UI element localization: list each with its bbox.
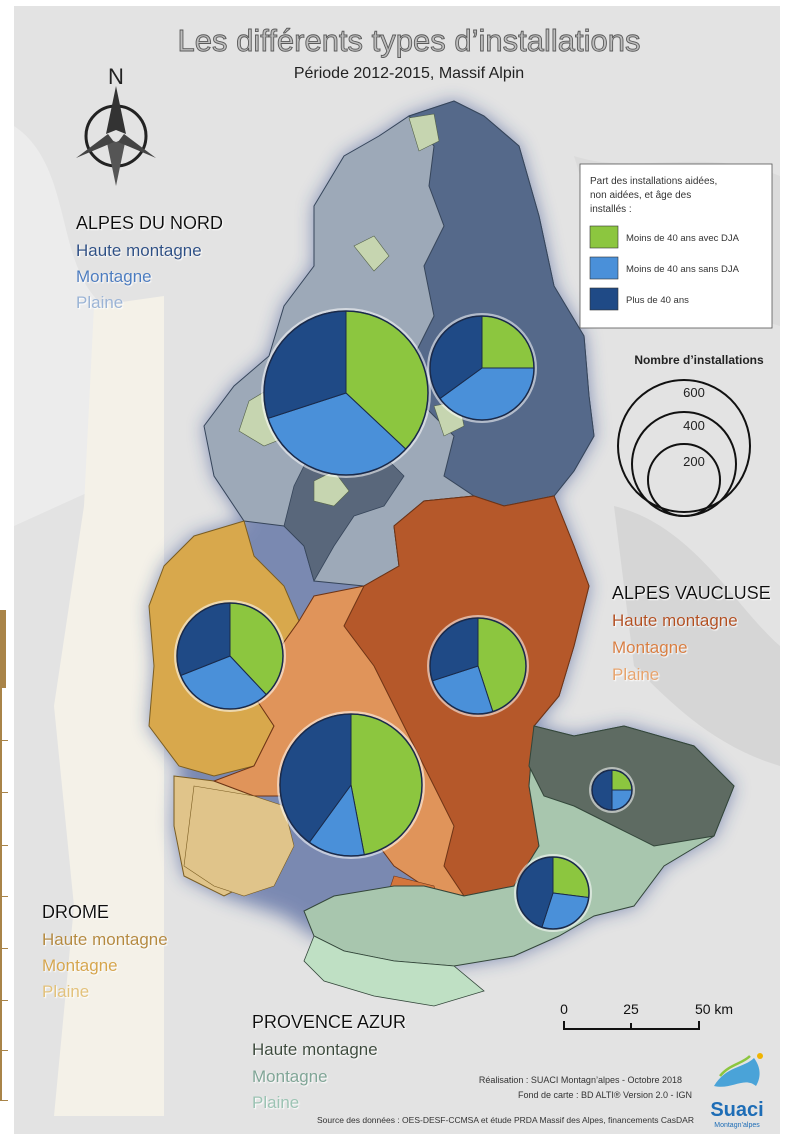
scale-tick-25: 25 [623,1001,639,1017]
pie-layer [174,308,635,932]
suaci-logo: Suaci Montagn’alpes [710,1053,764,1129]
legend-title-line: non aidées, et âge des [590,190,691,201]
map-frame: N Les différents types d’installations P… [14,6,780,1134]
legend-label-unaided: Moins de 40 ans sans DJA [626,264,740,275]
size-legend-value-400: 400 [683,418,705,433]
scale-tick-50: 50 km [695,1001,733,1017]
suaci-logo-wordmark: Suaci [710,1099,763,1121]
region-level-montagne: Montagne [42,956,118,975]
pie-outline [516,856,590,930]
map-canvas: N Les différents types d’installations P… [14,6,780,1134]
region-level-montagne: Montagne [612,638,688,657]
region-level-plaine: Plaine [252,1093,299,1112]
pie-outline [176,602,284,710]
size-legend-title: Nombre d’installations [634,353,764,367]
page-edge-band [0,610,6,688]
legend-swatch-unaided [589,256,619,280]
region-level-plaine: Plaine [76,293,123,312]
size-circle-600 [617,379,751,513]
region-name: PROVENCE AZUR [252,1012,406,1032]
map-subtitle: Période 2012-2015, Massif Alpin [294,65,524,82]
zone-plaine [353,235,390,272]
region-level-montagne: Montagne [76,267,152,286]
region-level-plaine: Plaine [42,982,89,1001]
credit-source: Source des données : OES-DESF-CCMSA et é… [317,1115,694,1125]
legend: Part des installations aidées, non aidée… [579,163,773,329]
region-level-montagne: Montagne [252,1067,328,1086]
pie-outline [263,310,429,476]
region-label-drome: DROME Haute montagne Montagne Plaine [42,902,168,1001]
region-name: ALPES VAUCLUSE [612,583,771,603]
size-legend: Nombre d’installations 600 400 200 [617,353,764,517]
pie-outline [279,713,423,857]
pie-vaucluse-montagne [427,615,529,717]
size-legend-value-200: 200 [683,454,705,469]
region-level-haute-montagne: Haute montagne [612,611,738,630]
suaci-logo-mark [714,1058,760,1087]
page-edge-tick [0,740,8,741]
legend-swatch-aided [589,225,619,249]
map-title: Les différents types d’installations [178,23,641,58]
pie-alpes-nord-montagne [261,308,431,478]
zone-plaine [183,785,295,897]
legend-title-line: Part des installations aidées, [590,176,717,187]
legend-label-aided: Moins de 40 ans avec DJA [626,233,740,244]
zone-provence-azur-plaine [303,935,485,1007]
region-name: ALPES DU NORD [76,213,223,233]
size-circle-200 [647,443,721,517]
size-legend-value-600: 600 [683,385,705,400]
legend-label-over-40: Plus de 40 ans [626,295,689,306]
pie-outline [591,769,633,811]
page-edge-tick [0,845,8,846]
pie-vaucluse-haute-montagne [277,711,425,859]
scale-bar: 0 25 50 km [560,1001,733,1030]
page-edge-tick [0,948,8,949]
region-level-haute-montagne: Haute montagne [42,930,168,949]
region-level-haute-montagne: Haute montagne [76,241,202,260]
page-edge-tick [0,1100,8,1101]
pie-provence-montagne [514,854,592,932]
page-edge-line [0,688,2,1100]
north-arrow: N [76,64,156,186]
suaci-logo-tagline: Montagn’alpes [714,1122,760,1129]
north-label: N [108,64,124,89]
credit-fond-de-carte: Fond de carte : BD ALTI® Version 2.0 - I… [518,1090,692,1100]
pie-outline [429,617,527,715]
pie-provence-haute-montagne [589,767,635,813]
page-edge-tick [0,1000,8,1001]
region-level-haute-montagne: Haute montagne [252,1040,378,1059]
terrain-relief [614,506,780,766]
region-level-plaine: Plaine [612,665,659,684]
pie-drome-montagne [174,600,286,712]
pie-alpes-nord-haute-montagne [427,313,537,423]
pie-outline [429,315,535,421]
region-label-alpes-vaucluse: ALPES VAUCLUSE Haute montagne Montagne P… [612,583,771,684]
legend-title-line: installés : [590,204,632,215]
page-edge-tick [0,792,8,793]
scale-tick-0: 0 [560,1001,568,1017]
credit-realisation: Réalisation : SUACI Montagn’alpes - Octo… [479,1075,682,1085]
region-name: DROME [42,902,109,922]
legend-swatch-over-40 [589,287,619,311]
region-label-alpes-du-nord: ALPES DU NORD Haute montagne Montagne Pl… [76,213,223,312]
page-edge-tick [0,1050,8,1051]
region-label-provence-azur: PROVENCE AZUR Haute montagne Montagne Pl… [252,1012,406,1112]
plain-zone-west [54,296,164,1116]
page-edge-tick [0,896,8,897]
zone-plaine [408,113,440,152]
